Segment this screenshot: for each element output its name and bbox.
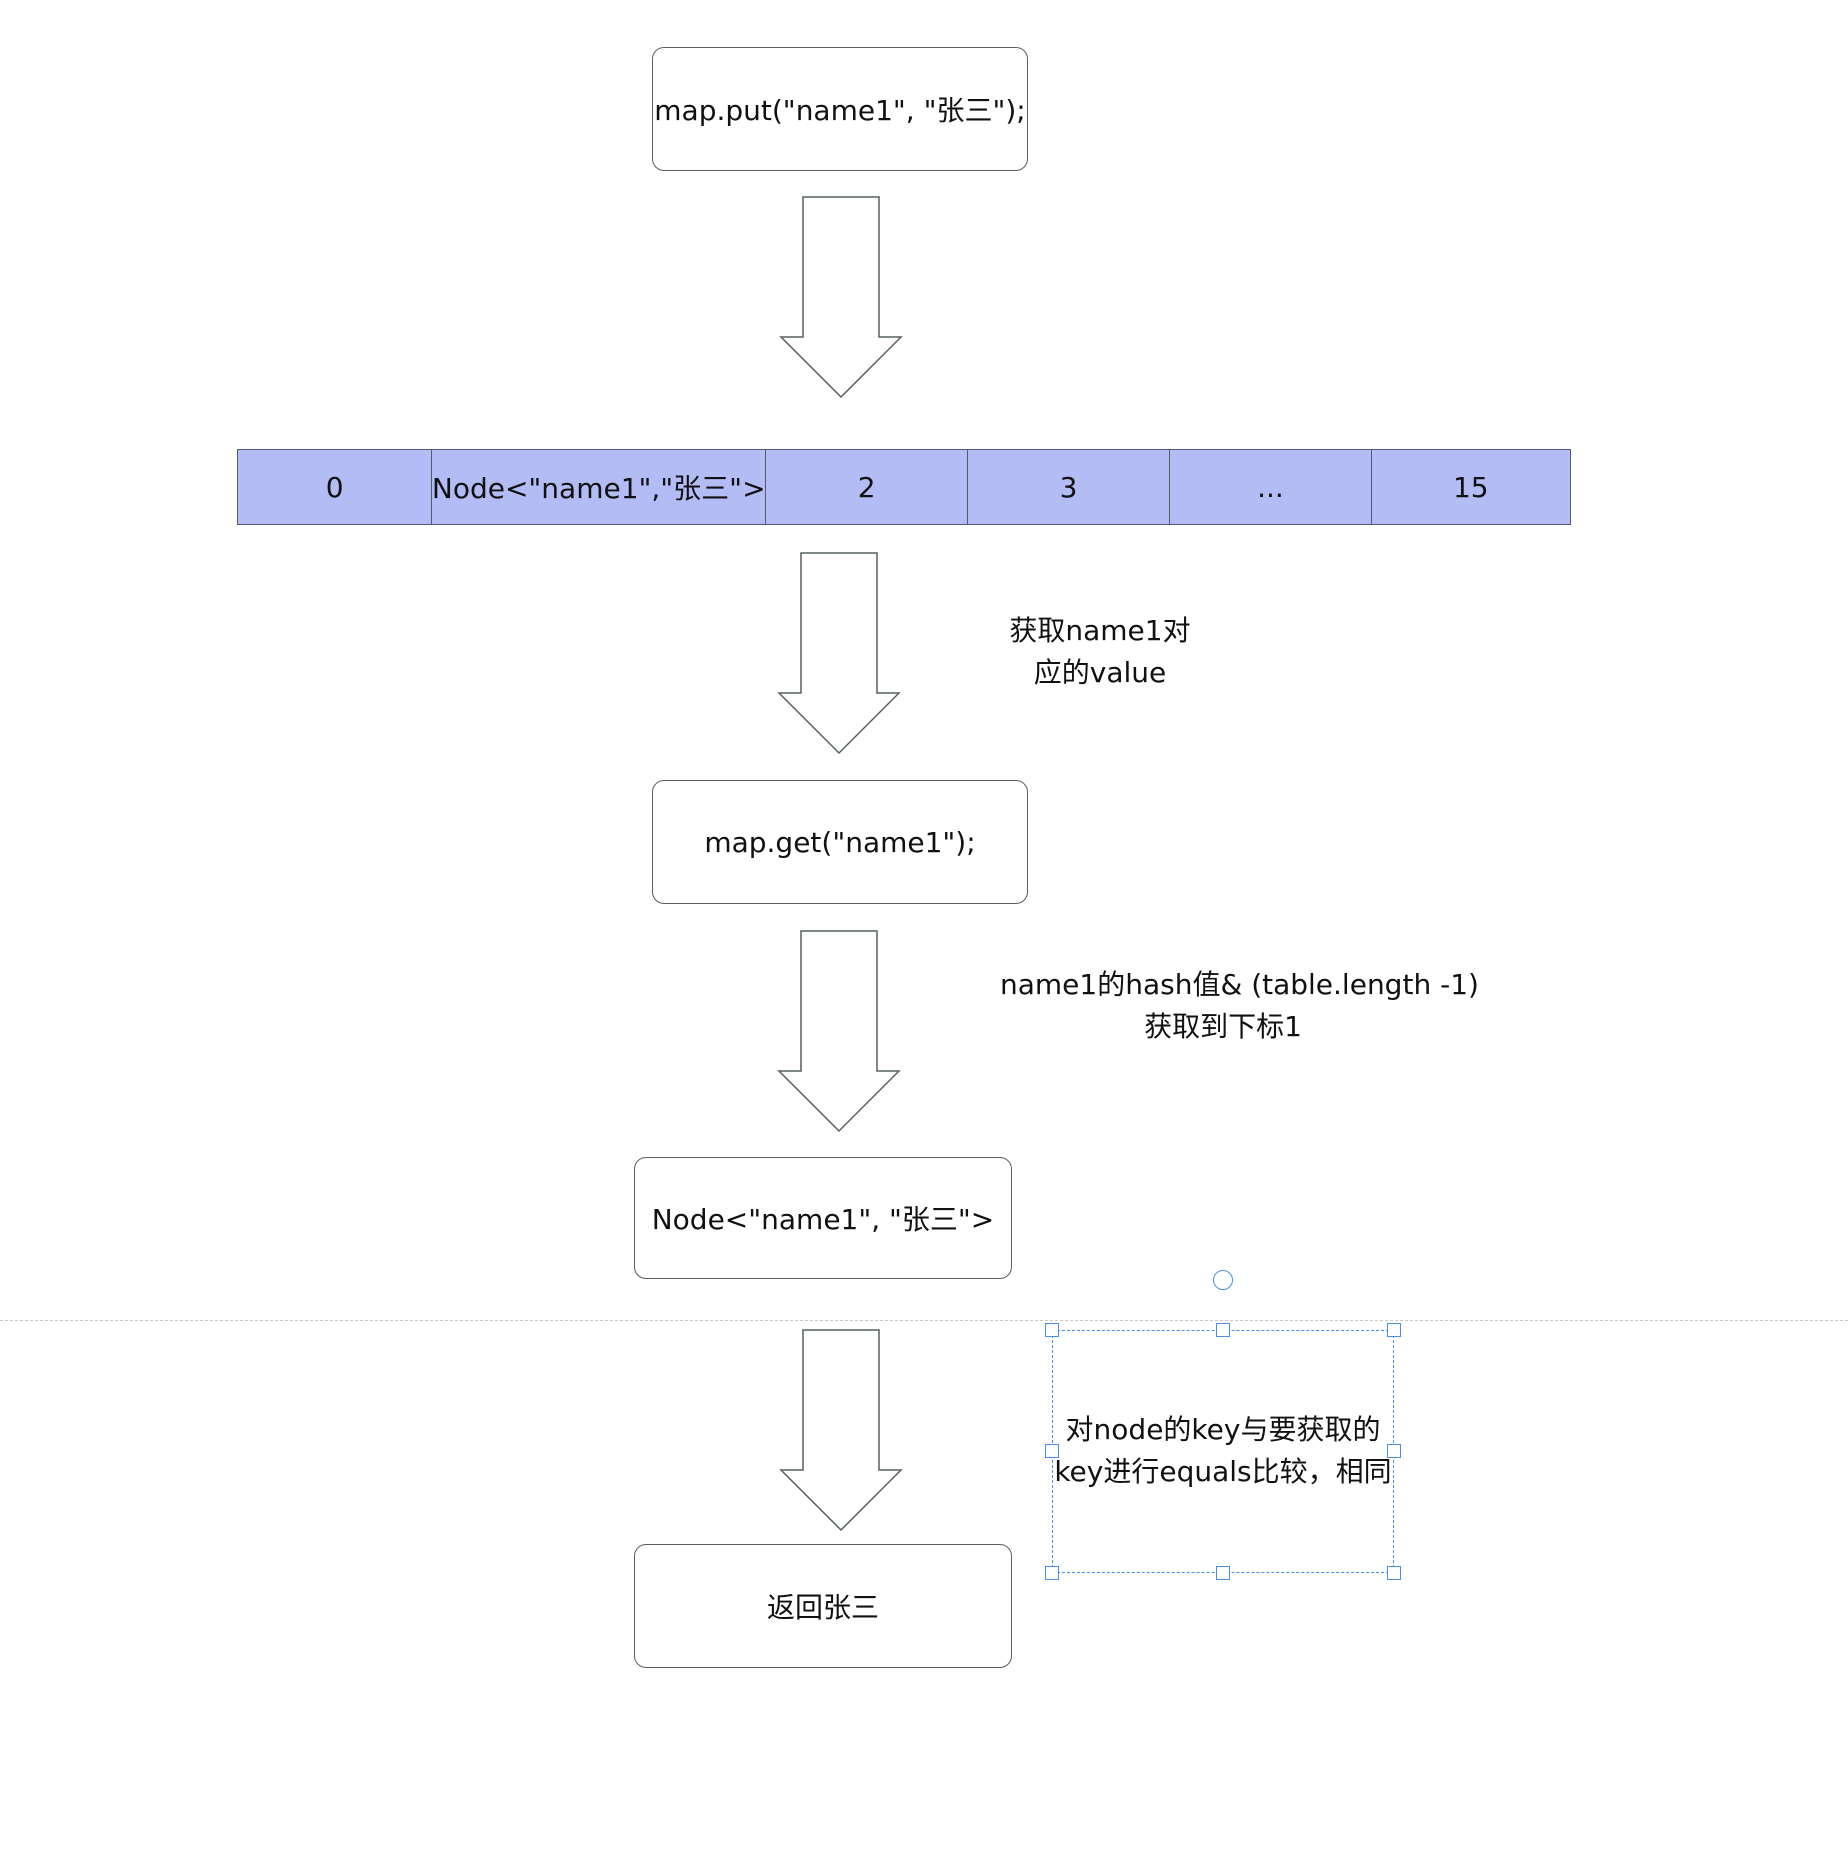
note-line: 对node的key与要获取的 <box>1065 1413 1381 1446</box>
table-cell-2[interactable]: 2 <box>765 449 969 525</box>
resize-handle-bottom-left[interactable] <box>1045 1566 1059 1580</box>
down-arrow-4 <box>779 1329 903 1532</box>
table-cell-label: Node<"name1","张三"> <box>431 472 766 505</box>
rotate-handle-icon[interactable] <box>1213 1270 1233 1290</box>
table-cell-label: ... <box>1257 470 1284 504</box>
resize-handle-bottom-right[interactable] <box>1387 1566 1401 1580</box>
resize-handle-left[interactable] <box>1045 1444 1059 1458</box>
table-cell-label: 2 <box>857 470 876 504</box>
hash-index-note: name1的hash值& (table.length -1) 获取到下标1 <box>1000 964 1479 1048</box>
table-cell-0[interactable]: 0 <box>237 449 433 525</box>
put-call-label: map.put("name1", "张三"); <box>654 94 1026 127</box>
note-line: 获取name1对 <box>1009 614 1191 647</box>
table-cell-3[interactable]: 3 <box>966 449 1171 525</box>
resize-handle-bottom[interactable] <box>1216 1566 1230 1580</box>
resize-handle-right[interactable] <box>1387 1444 1401 1458</box>
note-line: 获取到下标1 <box>1144 1010 1302 1043</box>
node-found-box[interactable]: Node<"name1", "张三"> <box>634 1157 1012 1279</box>
table-cell-15[interactable]: 15 <box>1370 449 1571 525</box>
node-found-label: Node<"name1", "张三"> <box>651 1203 995 1236</box>
note-line: 应的value <box>1033 656 1167 689</box>
table-cell-label: 0 <box>325 470 344 504</box>
note-line: name1的hash值& (table.length -1) <box>1000 968 1479 1001</box>
hash-table-array: 0 Node<"name1","张三"> 2 3 ... 15 <box>237 449 1571 525</box>
down-arrow-3 <box>777 930 901 1133</box>
table-cell-label: 15 <box>1452 470 1489 504</box>
resize-handle-top[interactable] <box>1216 1323 1230 1337</box>
equals-check-note[interactable]: 对node的key与要获取的 key进行equals比较，相同 <box>1052 1409 1394 1493</box>
result-box[interactable]: 返回张三 <box>634 1544 1012 1668</box>
put-call-box[interactable]: map.put("name1", "张三"); <box>652 47 1028 171</box>
table-cell-ellipsis[interactable]: ... <box>1168 449 1373 525</box>
resize-handle-top-right[interactable] <box>1387 1323 1401 1337</box>
result-label: 返回张三 <box>766 1591 879 1624</box>
resize-handle-top-left[interactable] <box>1045 1323 1059 1337</box>
table-cell-label: 3 <box>1059 470 1078 504</box>
table-cell-1[interactable]: Node<"name1","张三"> <box>430 449 767 525</box>
note-line: key进行equals比较，相同 <box>1054 1455 1392 1488</box>
down-arrow-2 <box>777 552 901 755</box>
get-call-label: map.get("name1"); <box>704 825 976 859</box>
down-arrow-1 <box>779 196 903 399</box>
get-value-note: 获取name1对 应的value <box>1000 610 1200 694</box>
page-divider <box>0 1320 1848 1321</box>
get-call-box[interactable]: map.get("name1"); <box>652 780 1028 904</box>
